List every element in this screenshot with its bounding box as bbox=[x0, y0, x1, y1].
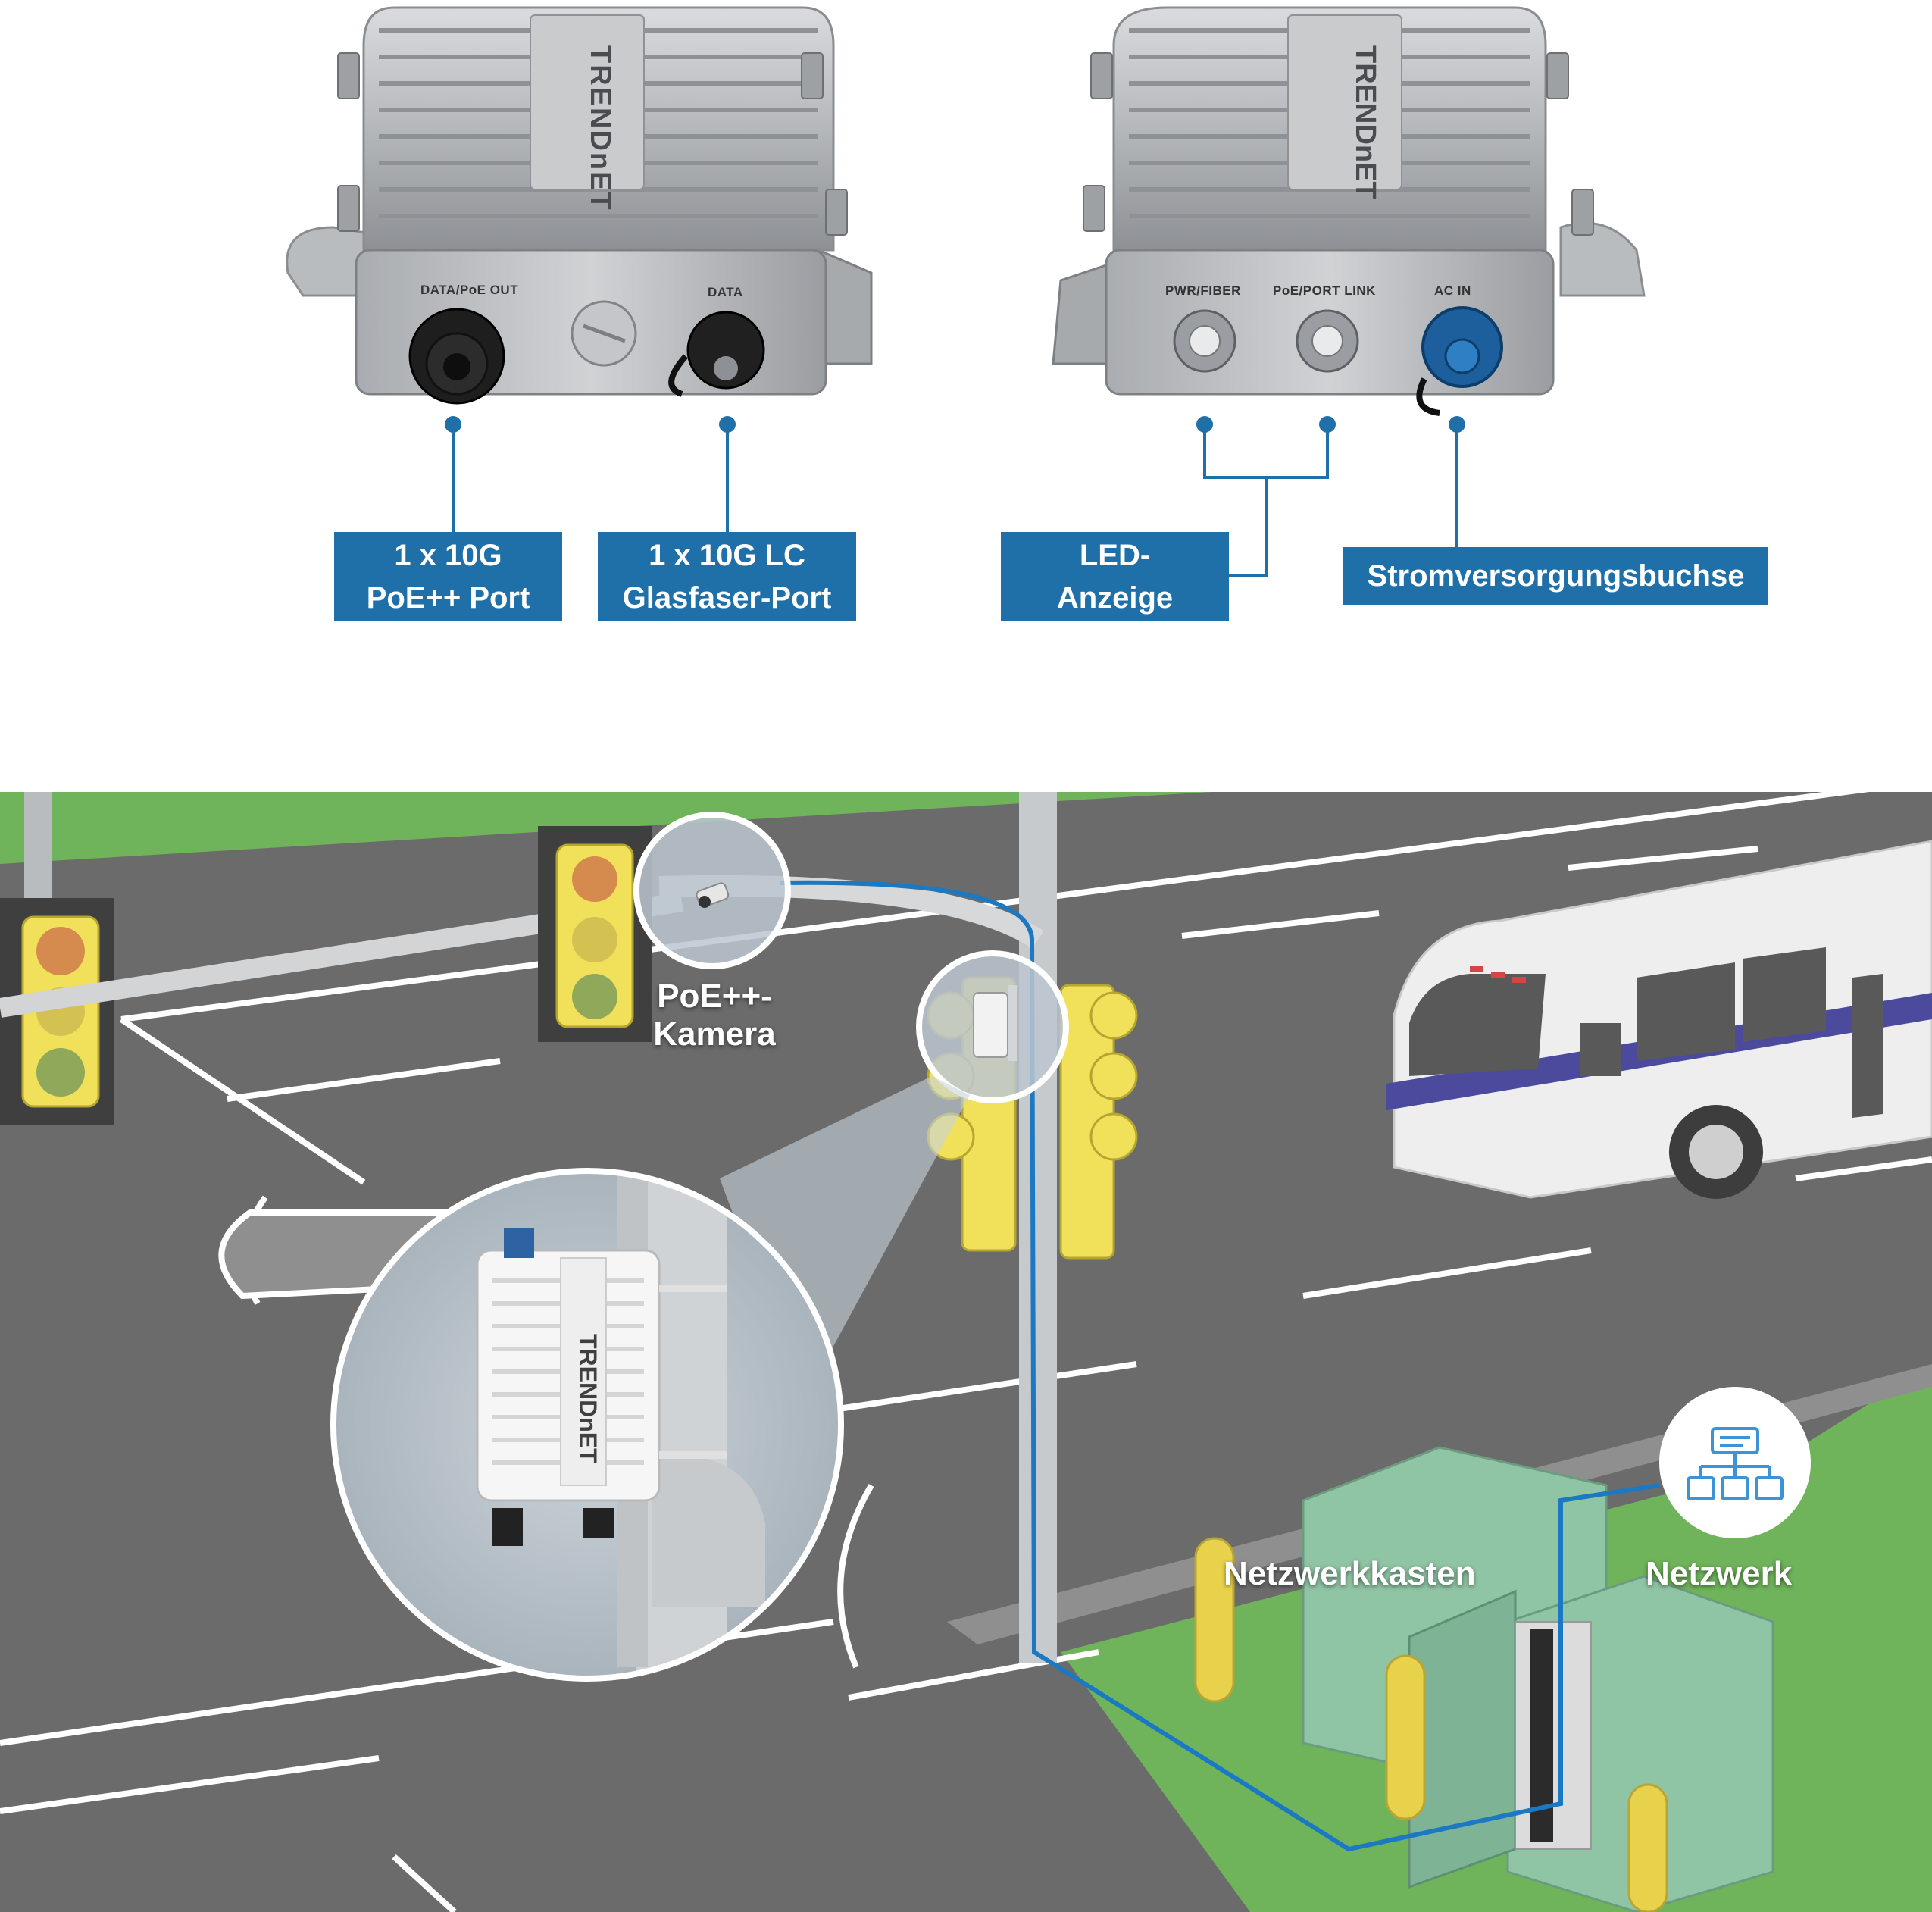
port-label-pwr-fiber: PWR/FIBER bbox=[1165, 283, 1241, 298]
camera-label-line1: PoE++- bbox=[657, 978, 772, 1015]
port-label-ac-in: AC IN bbox=[1434, 283, 1471, 298]
callout-fiber-port: 1 x 10G LC Glasfaser-Port bbox=[598, 532, 856, 621]
port-label-data-poe-out: DATA/PoE OUT bbox=[420, 283, 519, 297]
camera-zoom-bubble bbox=[633, 812, 791, 969]
callout-power-jack: Stromversorgungsbuchse bbox=[1343, 547, 1768, 605]
cabinet-label: Netzwerkkasten bbox=[1224, 1555, 1476, 1592]
camera-label: PoE++- Kamera bbox=[635, 978, 794, 1053]
network-icon bbox=[1659, 1387, 1811, 1538]
callout-fiber-port-line1: 1 x 10G LC bbox=[649, 539, 805, 572]
device-front-photo bbox=[286, 6, 873, 405]
port-label-data: DATA bbox=[708, 285, 743, 299]
callout-fiber-port-line2: Glasfaser-Port bbox=[622, 581, 832, 615]
callout-poe-port: 1 x 10G PoE++ Port bbox=[334, 532, 562, 621]
callout-led: LED- Anzeige bbox=[1001, 532, 1229, 621]
switch-zoom-large bbox=[330, 1168, 844, 1682]
callout-led-line1: LED- bbox=[1079, 539, 1151, 572]
port-label-poe-port-link: PoE/PORT LINK bbox=[1273, 283, 1376, 298]
callout-poe-port-line1: 1 x 10G bbox=[394, 539, 502, 572]
callout-dots bbox=[445, 416, 1465, 433]
zoom-switch-brand: TRENDnET bbox=[574, 1334, 602, 1463]
device-front-brand: TRENDnET bbox=[584, 45, 616, 211]
network-label: Netzwerk bbox=[1646, 1555, 1793, 1592]
device-back-photo bbox=[1052, 6, 1646, 416]
callout-poe-port-line2: PoE++ Port bbox=[366, 581, 530, 615]
street-scene bbox=[0, 778, 1932, 1912]
device-back-brand: TRENDnET bbox=[1349, 45, 1381, 199]
callout-led-line2: Anzeige bbox=[1056, 581, 1174, 615]
switch-zoom-small bbox=[916, 950, 1069, 1103]
camera-label-line2: Kamera bbox=[653, 1015, 776, 1053]
callout-leaders bbox=[452, 424, 1458, 577]
